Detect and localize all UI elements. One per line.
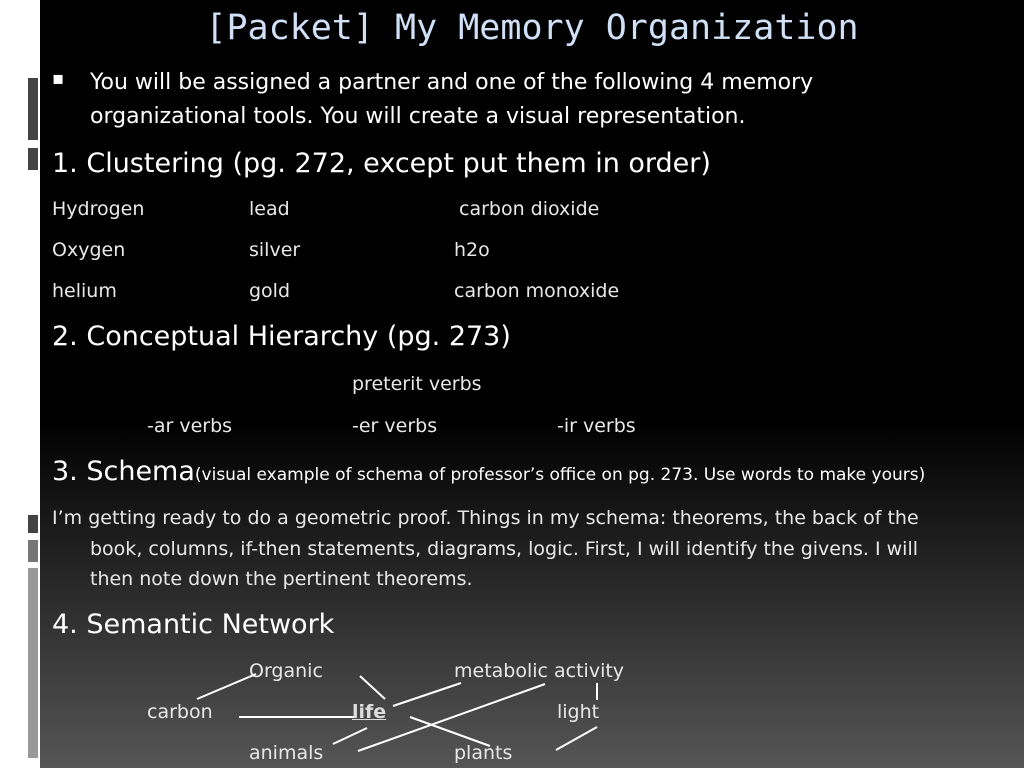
hierarchy-child: -ar verbs [147,415,233,437]
clustering-heading: 1. Clustering (pg. 272, except put them … [52,148,711,179]
hierarchy-child: -er verbs [352,415,438,437]
schema-heading: 3. Schema [52,456,195,487]
decor-square [28,540,38,562]
link-line [332,727,368,745]
schema-line-1: I’m getting ready to do a geometric proo… [52,507,919,529]
slide-title: [Packet] My Memory Organization [205,8,859,48]
semantic-heading: 4. Semantic Network [52,609,335,640]
decor-square [28,78,38,140]
left-decorative-strip [0,0,40,768]
node-metabolic-activity: metabolic activity [454,660,625,682]
cluster-cell: Oxygen [52,239,126,261]
link-line [359,675,386,700]
intro-line-1: You will be assigned a partner and one o… [90,70,814,95]
cluster-cell: helium [52,280,117,302]
schema-note: (visual example of schema of professor’s… [194,465,926,485]
cluster-cell: h2o [454,239,490,261]
intro-line-2: organizational tools. You will create a … [90,104,746,129]
hierarchy-top: preterit verbs [352,373,482,395]
node-plants: plants [454,742,513,764]
link-line [392,682,462,707]
node-life: life [352,701,387,723]
node-organic: Organic [249,660,323,682]
link-line [357,683,546,752]
schema-line-2: book, columns, if-then statements, diagr… [90,538,919,560]
schema-heading-row: 3. Schema(visual example of schema of pr… [52,456,925,487]
cluster-cell: carbon dioxide [459,198,600,220]
intro-bullet: ▪ [52,68,65,89]
hierarchy-heading: 2. Conceptual Hierarchy (pg. 273) [52,321,511,352]
cluster-cell: gold [249,280,291,302]
link-line [196,673,257,700]
decor-square [28,148,38,170]
decor-square [28,568,38,758]
cluster-cell: silver [249,239,301,261]
link-line [409,716,491,747]
node-carbon: carbon [147,701,213,723]
schema-line-3: then note down the pertinent theorems. [90,568,473,590]
node-light: light [557,701,600,723]
cluster-cell: carbon monoxide [454,280,620,302]
hierarchy-child: -ir verbs [557,415,636,437]
decor-square [28,515,38,533]
cluster-cell: Hydrogen [52,198,145,220]
cluster-cell: lead [249,198,290,220]
link-line [555,726,598,751]
node-animals: animals [249,742,324,764]
